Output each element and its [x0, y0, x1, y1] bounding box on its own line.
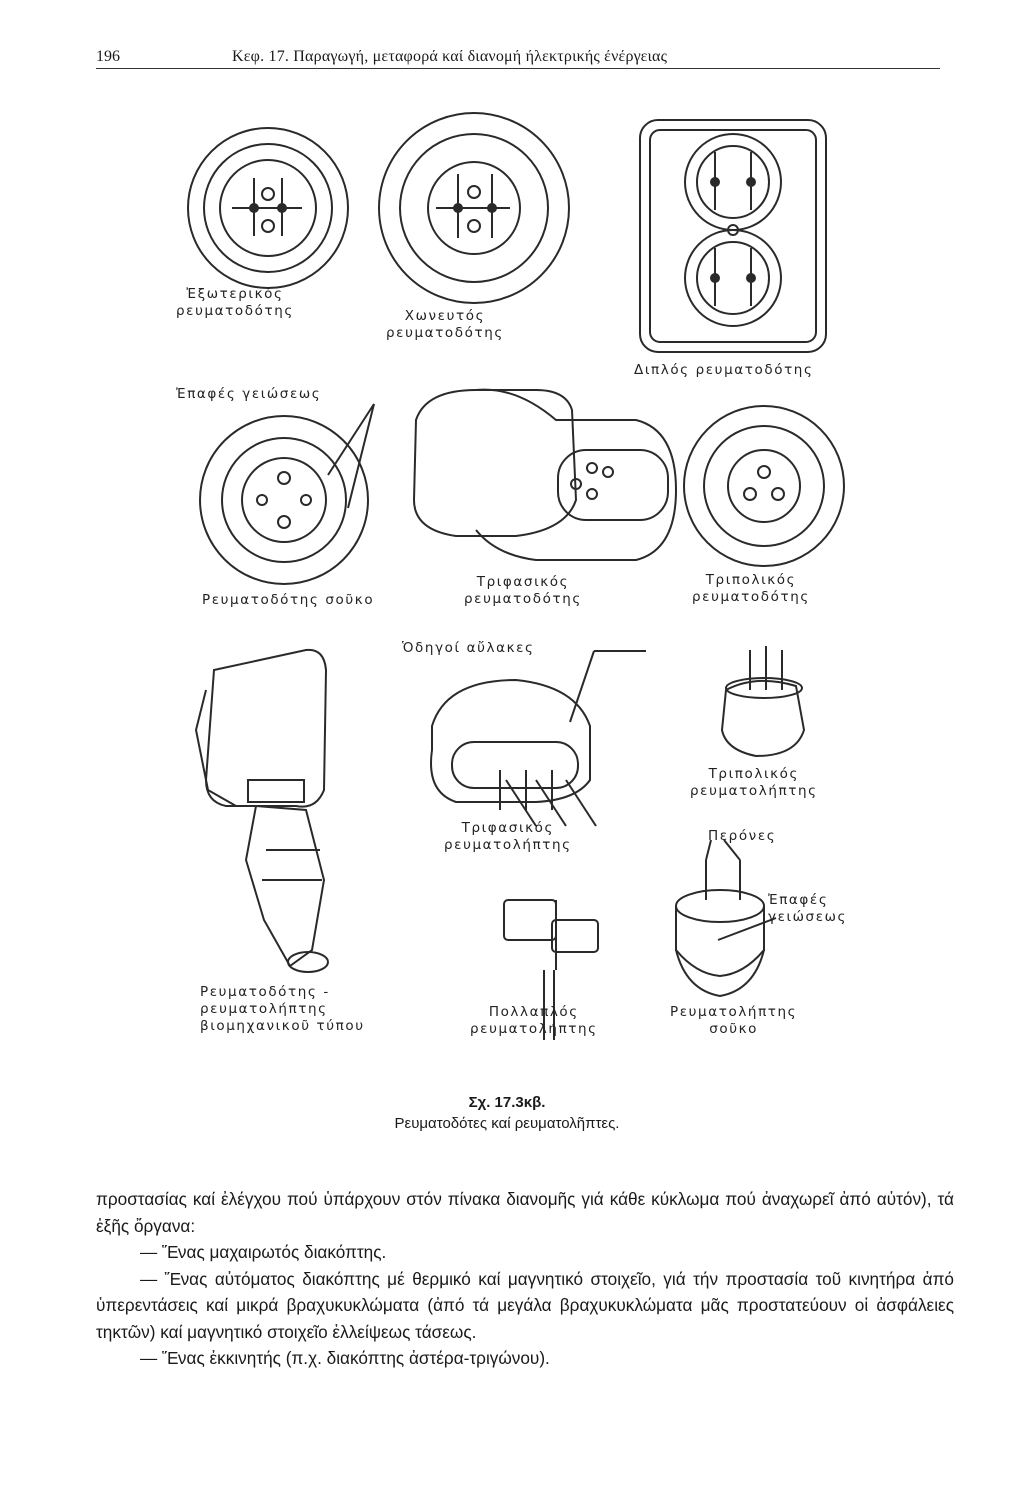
three-pole-socket-drawing [683, 405, 845, 567]
body-text: προστασίας καί ἐλέγχου πού ὑπάρχουν στόν… [96, 1186, 954, 1372]
list-item: — Ἕνας ἐκκινητής (π.χ. διακόπτης ἀστέρα-… [140, 1348, 550, 1368]
header-rule [96, 68, 940, 69]
label-flush-socket: Χωνευτός ρευματοδότης [386, 308, 504, 341]
three-phase-plug-drawing [430, 650, 646, 827]
paragraph: προστασίας καί ἐλέγχου πού ὑπάρχουν στόν… [96, 1189, 954, 1236]
three-phase-socket-drawing [412, 388, 678, 561]
label-external-socket: Ἐξωτερικός ρευματοδότης [176, 286, 294, 319]
flush-socket-drawing [378, 112, 570, 304]
list-item: — Ἕνας μαχαιρωτός διακόπτης. [140, 1242, 387, 1262]
external-socket-drawing [187, 127, 349, 289]
industrial-plug-drawing [194, 648, 329, 973]
three-pole-plug-drawing [720, 646, 806, 758]
figure-caption-number: Σχ. 17.3κβ. [468, 1094, 546, 1111]
figure-caption-text: Ρευματοδότες καί ρευματολῆπτες. [394, 1115, 620, 1132]
label-three-phase-socket: Τριφασικός ρευματοδότης [464, 574, 582, 607]
label-three-phase-plug: Τριφασικός ρευματολήπτης [444, 820, 572, 853]
label-double-socket: Διπλός ρευματοδότης [634, 362, 814, 378]
label-earth-contacts-top: Ἐπαφές γειώσεως [176, 386, 322, 402]
label-schuko-socket: Ρευματοδότης σοῦκο [202, 592, 375, 608]
double-socket-drawing [639, 119, 827, 353]
label-multi-plug: Πολλαπλός ρευματολήπτης [470, 1004, 598, 1037]
running-head: Κεφ. 17. Παραγωγή, μεταφορά καί διανομή … [232, 48, 668, 65]
label-earth-contacts-bottom: Ἐπαφές γειώσεως [768, 892, 848, 925]
figure-17-3kb: Ἐξωτερικός ρευματοδότης Χωνευτός ρευματο… [96, 90, 940, 1080]
schuko-socket-drawing [199, 403, 375, 585]
label-industrial: Ρευματοδότης - ρευματολήπτης βιομηχανικο… [200, 984, 365, 1034]
page-header: 196 Κεφ. 17. Παραγωγή, μεταφορά καί διαν… [96, 44, 940, 70]
sockets-plugs-drawing [187, 112, 845, 1040]
multi-plug-drawing [503, 899, 599, 1040]
label-three-pole-socket: Τριπολικός ρευματοδότης [692, 572, 810, 605]
label-pins: Περόνες [708, 828, 777, 844]
list-item: — Ἕνας αὐτόματος διακόπτης μέ θερμικό κα… [96, 1268, 954, 1342]
label-schuko-plug: Ρευματολήπτης σοῦκο [670, 1004, 798, 1037]
label-three-pole-plug: Τριπολικός ρευματολήπτης [690, 766, 818, 799]
label-guide-grooves: Ὁδηγοί αὔλακες [402, 640, 535, 656]
schuko-plug-drawing [675, 839, 777, 998]
page-number: 196 [96, 48, 120, 65]
